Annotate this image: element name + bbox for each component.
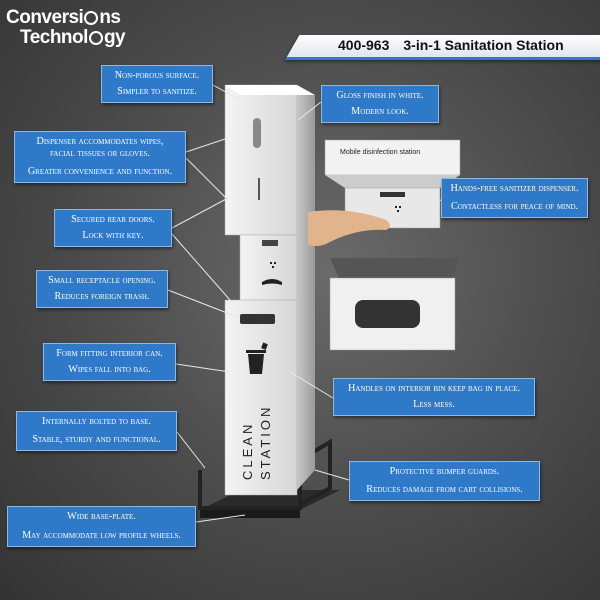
trash-can-icon (246, 342, 268, 374)
leader-line (176, 431, 206, 469)
leader-line (175, 363, 231, 373)
dispenser-label: Mobile disinfection station (340, 149, 420, 156)
model-number: 400-963 (338, 37, 390, 53)
trash-bin (224, 299, 298, 496)
inset-bin-handle (355, 300, 420, 328)
callout-non-porous: Non-porous surface. Simpler to sanitize. (101, 65, 213, 103)
callout-interior-can: Form fitting interior can. Wipes fall in… (43, 343, 176, 381)
leader-line (167, 289, 241, 319)
leader-line (297, 101, 322, 121)
callout-rear-doors: Secured rear doors. Lock with key. (54, 209, 172, 247)
logo-text-2-end: gy (103, 27, 126, 48)
logo-text-2: Technol (20, 27, 88, 48)
callout-receptacle: Small receptacle opening. Reduces foreig… (36, 270, 168, 308)
callout-dispenser-wipes: Dispenser accommodates wipes, facial tis… (14, 131, 186, 183)
leader-line (314, 469, 350, 481)
product-name: 3-in-1 Sanitation Station (403, 37, 564, 53)
leader-line (185, 157, 229, 201)
wipe-opening (253, 118, 261, 148)
callout-bolted-base: Internally bolted to base. Stable, sturd… (16, 411, 177, 451)
callout-bin-handles: Handles on interior bin keep bag in plac… (333, 378, 535, 416)
hand-graphic (308, 210, 390, 246)
leader-line (195, 514, 246, 523)
inset-bin-interior (330, 258, 460, 280)
logo-text-1-end: ns (99, 7, 121, 28)
callout-bumper-guards: Protective bumper guards. Reduces damage… (349, 461, 540, 501)
bin-text-clean: CLEAN (240, 422, 255, 480)
leader-line (411, 199, 442, 211)
leader-line (185, 137, 229, 153)
bin-text-station: STATION (258, 405, 273, 480)
receptacle-opening (240, 314, 275, 324)
callout-base-plate: Wide base-plate. May accommodate low pro… (7, 506, 196, 547)
callout-gloss-finish: Gloss finish in white. Modern look. (321, 85, 439, 123)
callout-hands-free: Hands-free sanitizer dispenser. Contactl… (441, 178, 588, 218)
logo-swirl-icon (88, 31, 103, 45)
hand-sanitizer-icon (262, 262, 282, 285)
page-title: 400-963 3-in-1 Sanitation Station (338, 37, 564, 53)
leader-line (171, 197, 229, 229)
brand-logo: Conversi ns Technol gy (6, 7, 126, 48)
tower-side (297, 95, 315, 490)
leader-line (212, 84, 241, 101)
logo-swirl-icon (84, 11, 99, 25)
leader-line (289, 371, 334, 399)
leader-line (171, 233, 231, 301)
logo-text-1: Conversi (6, 7, 84, 28)
